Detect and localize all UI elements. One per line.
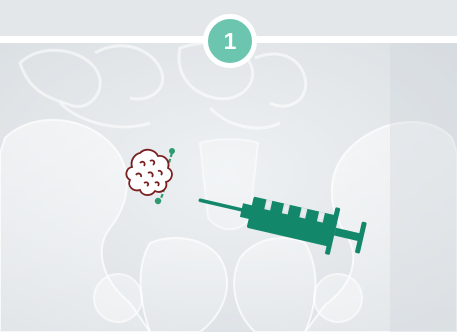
anatomy-panel [0, 43, 457, 332]
side-shadow [390, 43, 457, 332]
step-number: 1 [224, 30, 237, 53]
pelvis-xray-illustration [0, 43, 457, 332]
step-badge: 1 [203, 14, 257, 68]
